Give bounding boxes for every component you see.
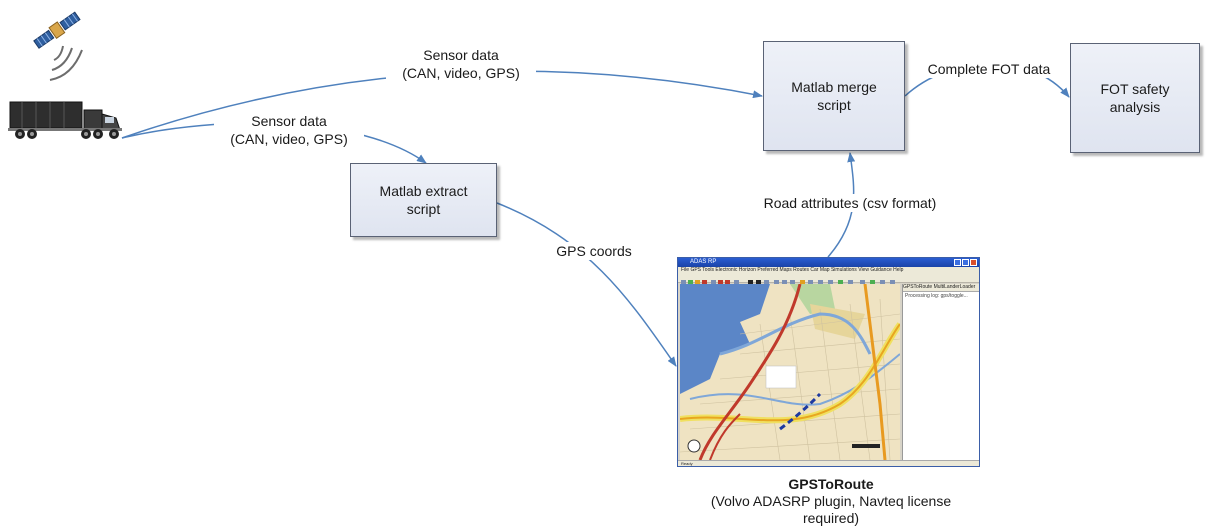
- maximize-icon: [962, 259, 969, 266]
- gps-app-toolbar: [678, 274, 979, 285]
- window-controls: [954, 259, 977, 266]
- compass-icon: [687, 439, 701, 453]
- gps-app-sidepanel: GPSToRoute MultiLanderLoader Processing …: [902, 284, 979, 460]
- edge-extract-to-gps: [496, 202, 677, 367]
- gps-app-menubar: File GPS Tools Electronic Horizon Prefer…: [678, 267, 979, 274]
- minimize-icon: [954, 259, 961, 266]
- toolbar-icons: [681, 280, 895, 285]
- truck-icon: [8, 101, 122, 139]
- gps-app-window: ADAS RP File GPS Tools Electronic Horizo…: [677, 257, 980, 467]
- signal-waves-icon: [49, 45, 83, 81]
- gps-app-side-log: Processing log: gps/toggle...: [905, 293, 968, 299]
- gps-app-side-tabs: GPSToRoute MultiLanderLoader: [903, 284, 979, 292]
- gps-app-caption: GPSToRoute (Volvo ADASRP plugin, Navteq …: [676, 476, 986, 527]
- edge-label-gps-to-merge: Road attributes (csv format): [740, 194, 960, 212]
- gps-app-titlebar: ADAS RP: [678, 258, 979, 267]
- satellite-icon: [33, 11, 81, 49]
- node-matlab-merge-script: Matlab merge script: [763, 41, 905, 151]
- node-fot-safety-analysis: FOT safety analysis: [1070, 43, 1200, 153]
- gps-app-subtitle: (Volvo ADASRP plugin, Navteq license req…: [710, 493, 952, 526]
- gps-app-map: [680, 284, 900, 460]
- edge-label-sensor-to-extract: Sensor data (CAN, video, GPS): [214, 112, 364, 148]
- gps-app-statusbar: Ready: [678, 460, 979, 466]
- close-icon: [970, 259, 977, 266]
- edge-label-extract-to-gps: GPS coords: [540, 242, 648, 260]
- edge-label-merge-to-fot: Complete FOT data: [916, 60, 1062, 78]
- city-map: [680, 284, 900, 460]
- gps-app-title: GPSToRoute: [788, 476, 874, 492]
- gps-app-window-title: ADAS RP: [690, 259, 717, 265]
- node-matlab-extract-script: Matlab extract script: [350, 163, 497, 237]
- edge-label-sensor-to-merge: Sensor data (CAN, video, GPS): [386, 46, 536, 82]
